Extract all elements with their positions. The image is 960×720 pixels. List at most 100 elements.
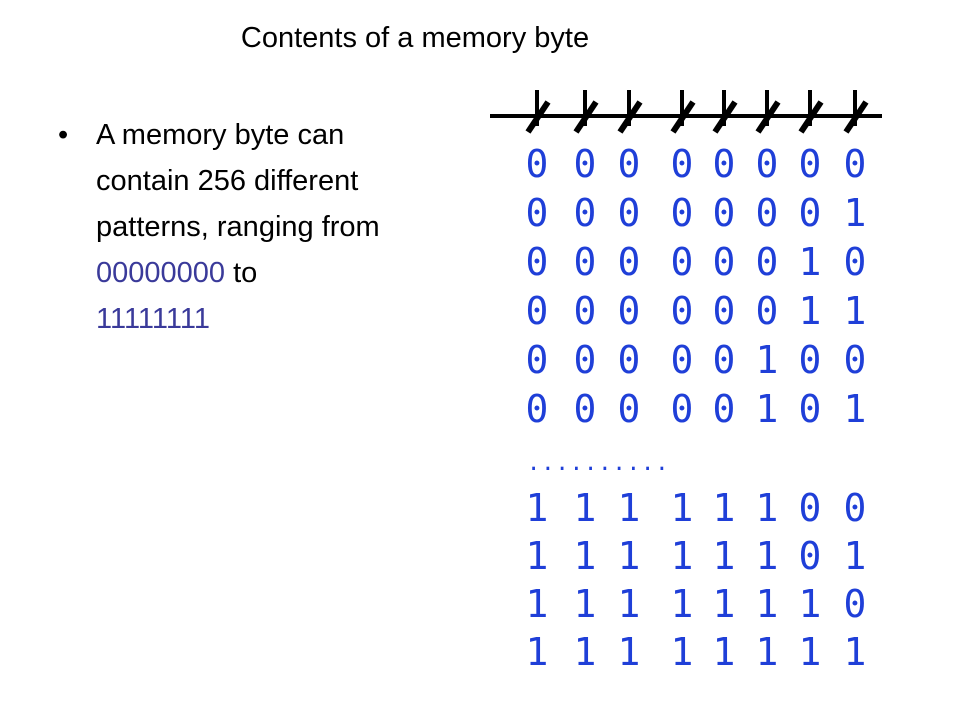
- bit-digit: 0: [799, 387, 822, 431]
- bit-digit: 1: [799, 289, 822, 333]
- bullet-dot: •: [58, 119, 69, 151]
- bit-digit: 1: [671, 630, 694, 674]
- bit-digit: 0: [844, 142, 867, 186]
- bit-digit: 1: [574, 630, 597, 674]
- bit-digit: 0: [799, 191, 822, 235]
- bit-digit: 0: [844, 338, 867, 382]
- bit-digit: 0: [618, 387, 641, 431]
- bit-digit: 1: [618, 582, 641, 626]
- bullet-line: contain 256 different: [58, 158, 458, 204]
- bit-digit: 1: [671, 486, 694, 530]
- bit-digit: 0: [713, 289, 736, 333]
- bit-digit: 1: [574, 582, 597, 626]
- bit-digit: 1: [713, 486, 736, 530]
- bit-tick-slash: [755, 100, 781, 134]
- slide-title: Contents of a memory byte: [240, 22, 590, 54]
- bullet-text: A memory byte can: [96, 119, 345, 151]
- bit-digit: 1: [844, 191, 867, 235]
- bit-digit: 1: [713, 582, 736, 626]
- bit-digit: 0: [671, 142, 694, 186]
- bit-digit: 0: [618, 240, 641, 284]
- bit-pattern-text: 11111111: [96, 303, 210, 335]
- bit-digit: 0: [526, 240, 549, 284]
- bit-digit: 1: [526, 630, 549, 674]
- bit-digit: 0: [574, 240, 597, 284]
- bit-digit: 1: [844, 289, 867, 333]
- bit-digit: 0: [526, 338, 549, 382]
- bit-digit: 1: [526, 534, 549, 578]
- bit-digit: 0: [574, 289, 597, 333]
- bullet-line: patterns, ranging from: [58, 204, 458, 250]
- bit-digit: 1: [526, 582, 549, 626]
- bit-digit: 1: [526, 486, 549, 530]
- bit-digit: 1: [618, 486, 641, 530]
- bit-tick-slash: [670, 100, 696, 134]
- bit-digit: 0: [844, 240, 867, 284]
- bullet-line: 11111111: [58, 296, 458, 342]
- bit-digit: 0: [756, 240, 779, 284]
- bit-pattern-text: 00000000: [96, 257, 226, 289]
- bit-digit: 0: [574, 191, 597, 235]
- bit-digit: 1: [756, 534, 779, 578]
- bit-tick-slash: [712, 100, 738, 134]
- bit-digit: 0: [671, 191, 694, 235]
- bullet-text: contain 256 different: [96, 165, 359, 197]
- bit-digit: 1: [844, 534, 867, 578]
- bit-digit: 1: [713, 630, 736, 674]
- bit-digit: 1: [756, 387, 779, 431]
- bit-digit: 0: [713, 191, 736, 235]
- bit-digit: 0: [844, 582, 867, 626]
- bit-digit: 0: [756, 289, 779, 333]
- bit-digit: 1: [756, 338, 779, 382]
- bit-digit: 1: [756, 582, 779, 626]
- bit-digit: 0: [526, 387, 549, 431]
- bit-digit: 0: [756, 142, 779, 186]
- bit-digit: 0: [618, 191, 641, 235]
- bit-digit: 0: [713, 338, 736, 382]
- bit-digit: 1: [844, 387, 867, 431]
- bit-digit: 0: [618, 338, 641, 382]
- bullet-block: • A memory byte can contain 256 different p…: [58, 112, 458, 342]
- bit-digit: 1: [618, 630, 641, 674]
- bit-digit: 1: [574, 534, 597, 578]
- bit-digit: 1: [799, 630, 822, 674]
- bit-digit: 1: [844, 630, 867, 674]
- bit-digit: 0: [713, 142, 736, 186]
- bit-digit: 0: [526, 191, 549, 235]
- bit-digit: 0: [671, 338, 694, 382]
- bit-tick-slash: [798, 100, 824, 134]
- bit-tick-slash: [843, 100, 869, 134]
- bit-digit: 0: [799, 142, 822, 186]
- bit-digit: 0: [844, 486, 867, 530]
- bit-digit: 0: [799, 534, 822, 578]
- bit-digit: 1: [671, 582, 694, 626]
- bit-digit: 0: [526, 289, 549, 333]
- bit-digit: 1: [574, 486, 597, 530]
- bit-digit: 0: [574, 338, 597, 382]
- bit-digit: 0: [756, 191, 779, 235]
- bit-digit: 0: [526, 142, 549, 186]
- bit-digit: 1: [713, 534, 736, 578]
- bit-digit: 0: [713, 387, 736, 431]
- bit-digit: 1: [799, 240, 822, 284]
- bit-digit: 0: [713, 240, 736, 284]
- ellipsis: ..........: [527, 451, 669, 476]
- bit-digit: 0: [574, 387, 597, 431]
- bit-digit: 0: [618, 142, 641, 186]
- bullet-line: 00000000 to: [58, 250, 458, 296]
- bit-tick-slash: [573, 100, 599, 134]
- bit-digit: 0: [671, 387, 694, 431]
- bit-digit: 0: [799, 486, 822, 530]
- bit-digit: 0: [671, 240, 694, 284]
- bit-tick-slash: [525, 100, 551, 134]
- bit-digit: 1: [799, 582, 822, 626]
- bullet-text: patterns, ranging from: [96, 211, 380, 243]
- bit-digit: 1: [618, 534, 641, 578]
- bit-digit: 1: [671, 534, 694, 578]
- bit-digit: 0: [799, 338, 822, 382]
- bit-digit: 0: [671, 289, 694, 333]
- bit-digit: 1: [756, 486, 779, 530]
- bit-digit: 0: [574, 142, 597, 186]
- bit-digit: 1: [756, 630, 779, 674]
